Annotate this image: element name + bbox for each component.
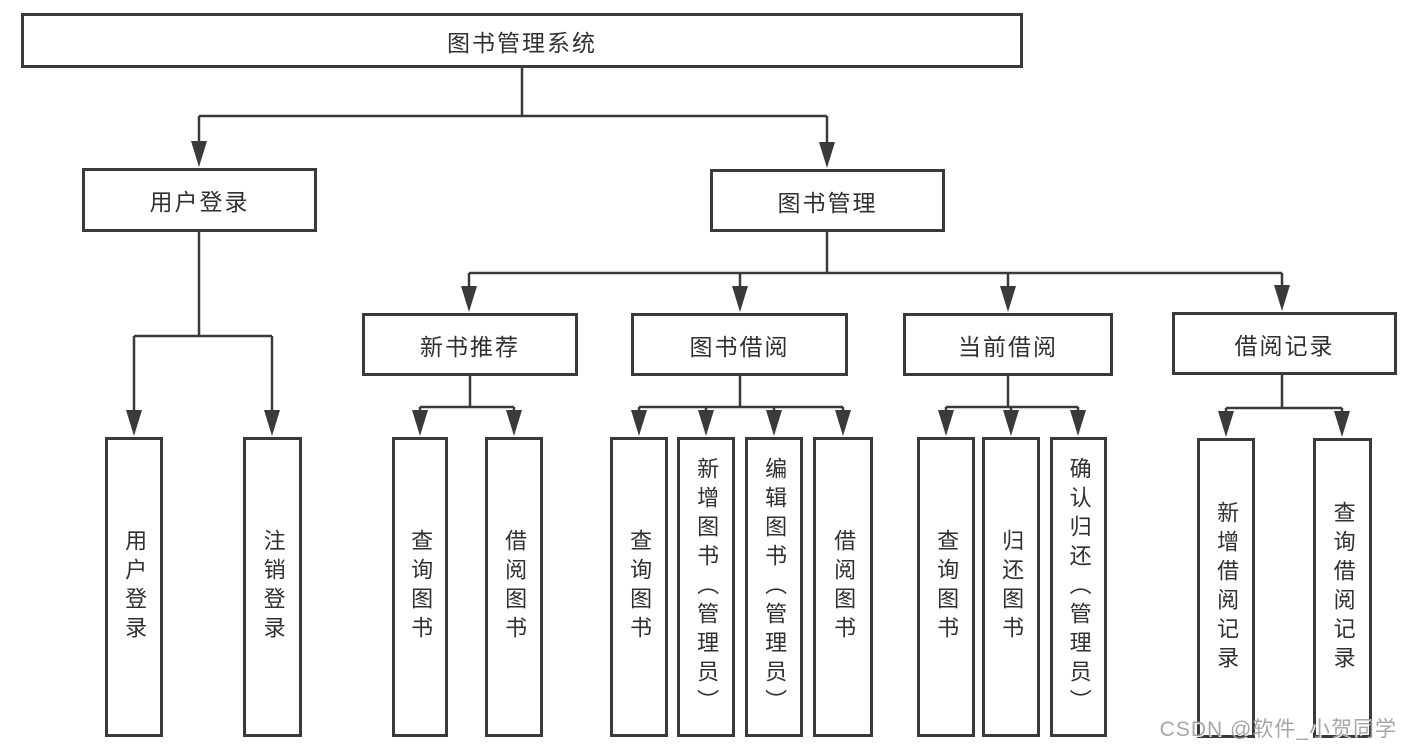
leaf-user-login: 用户登录 [105, 437, 163, 737]
csdn-watermark: CSDN @软件_小贺同学 [1159, 718, 1397, 741]
node-library-management-system: 图书管理系统 [21, 13, 1023, 68]
node-label: 图书借阅 [689, 333, 790, 360]
leaf-borrowing-query-books: 查询图书 [610, 437, 668, 737]
leaf-records-add-record: 新增借阅记录 [1197, 438, 1255, 738]
node-current-borrowing: 当前借阅 [903, 313, 1113, 376]
leaf-borrowing-edit-books-admin: 编辑图书（管理员） [745, 437, 803, 737]
leaf-label: 借阅图书 [831, 529, 857, 645]
leaf-label: 新增借阅记录 [1214, 501, 1240, 675]
leaf-current-return-books: 归还图书 [982, 437, 1040, 737]
leaf-label: 查询借阅记录 [1330, 501, 1356, 675]
leaf-label: 查询图书 [934, 529, 960, 645]
node-borrow-records: 借阅记录 [1172, 312, 1397, 375]
node-label: 借阅记录 [1234, 332, 1335, 359]
leaf-label: 确认归还（管理员） [1066, 456, 1092, 718]
leaf-label: 编辑图书（管理员） [762, 456, 788, 718]
node-new-book-recommend: 新书推荐 [362, 313, 578, 376]
leaf-label: 借阅图书 [502, 529, 528, 645]
leaf-borrowing-add-books-admin: 新增图书（管理员） [677, 437, 735, 737]
node-label: 图书管理系统 [447, 29, 597, 56]
node-label: 新书推荐 [420, 333, 520, 360]
node-label: 图书管理 [777, 189, 878, 216]
leaf-label: 查询图书 [627, 529, 653, 645]
leaf-label: 用户登录 [122, 529, 148, 645]
leaf-label: 归还图书 [999, 529, 1025, 645]
leaf-newrec-borrow-books: 借阅图书 [485, 437, 543, 737]
leaf-label: 查询图书 [408, 529, 434, 645]
leaf-label: 注销登录 [260, 529, 286, 645]
leaf-newrec-query-books: 查询图书 [392, 437, 448, 737]
leaf-current-confirm-return-admin: 确认归还（管理员） [1050, 437, 1107, 737]
leaf-logout: 注销登录 [243, 437, 302, 737]
leaf-borrowing-borrow-books: 借阅图书 [813, 437, 873, 737]
leaf-records-query-record: 查询借阅记录 [1313, 438, 1372, 738]
leaf-label: 新增图书（管理员） [694, 456, 720, 718]
node-user-login: 用户登录 [82, 168, 317, 232]
node-label: 用户登录 [149, 189, 250, 215]
arrowheads [126, 141, 1350, 437]
node-book-borrowing: 图书借阅 [631, 313, 848, 376]
node-label: 当前借阅 [958, 333, 1058, 360]
node-book-management: 图书管理 [710, 169, 945, 232]
leaf-current-query-books: 查询图书 [917, 437, 975, 737]
